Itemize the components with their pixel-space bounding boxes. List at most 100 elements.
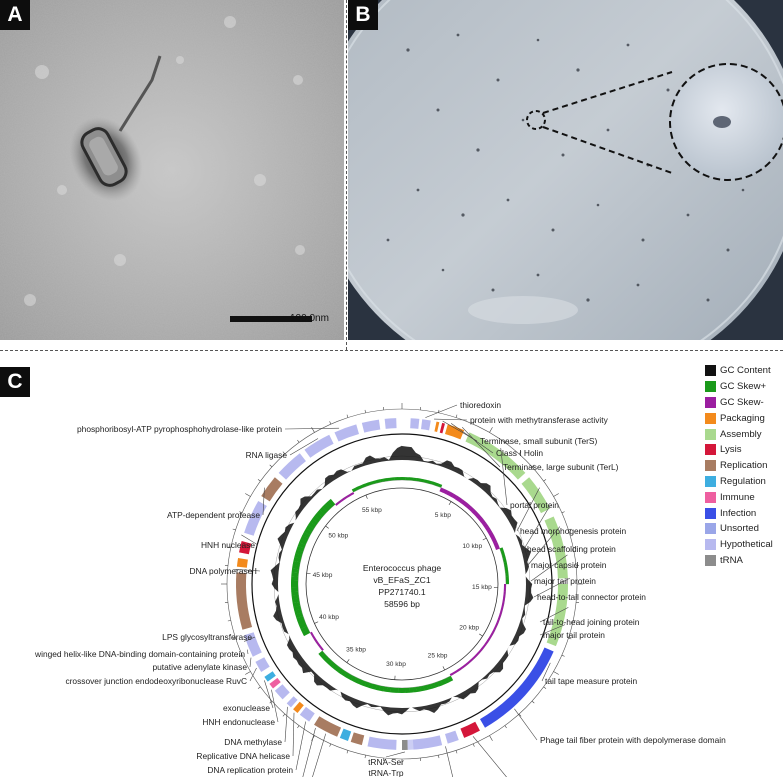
gene-label-leader bbox=[445, 746, 454, 777]
outer-tick bbox=[282, 713, 286, 717]
gene-label-leader bbox=[292, 712, 295, 757]
outer-tick bbox=[364, 755, 366, 759]
outer-tick bbox=[257, 686, 261, 689]
gene-label: tail tape measure protein bbox=[545, 676, 638, 686]
tem-image bbox=[0, 0, 344, 340]
gene-feature bbox=[236, 572, 253, 630]
gc-skew-segment bbox=[350, 675, 357, 682]
gene-feature bbox=[434, 421, 440, 432]
legend-item: Assembly bbox=[705, 426, 773, 442]
panel-divider-vertical bbox=[346, 0, 347, 350]
legend-swatch bbox=[705, 396, 716, 408]
outer-tick bbox=[553, 671, 559, 675]
gc-skew-segment bbox=[379, 685, 384, 692]
gc-skew-segment bbox=[437, 680, 443, 687]
gc-skew-segment bbox=[296, 545, 305, 552]
gene-label: thioredoxin bbox=[460, 400, 501, 410]
gc-skew-segment bbox=[493, 541, 499, 547]
gene-label: crossover junction endodeoxyribonuclease… bbox=[65, 676, 247, 686]
gene-label-leader bbox=[284, 427, 340, 430]
plaque-plate-panel bbox=[348, 0, 783, 340]
legend-item: tRNA bbox=[705, 553, 773, 569]
gene-label-leader bbox=[284, 706, 288, 743]
gc-skew-segment bbox=[504, 569, 509, 574]
kbp-tick bbox=[482, 537, 487, 541]
gene-label: Phage tail fiber protein with depolymera… bbox=[540, 735, 726, 745]
gene-feature bbox=[410, 418, 420, 429]
gc-skew-segment bbox=[461, 664, 467, 669]
gc-skew-segment bbox=[458, 666, 464, 671]
plaque bbox=[713, 116, 731, 128]
gc-skew-segment bbox=[299, 538, 308, 546]
gc-skew-segment bbox=[340, 497, 346, 502]
outer-tick bbox=[504, 725, 507, 729]
gene-feature bbox=[444, 730, 459, 744]
legend-item: GC Content bbox=[705, 363, 773, 379]
legend-label: Regulation bbox=[720, 475, 766, 487]
outer-tick bbox=[227, 546, 231, 548]
gc-skew-segment bbox=[423, 479, 429, 484]
gene-label-leader bbox=[271, 689, 279, 723]
kbp-label: 15 kbp bbox=[472, 584, 492, 591]
gc-skew-segment bbox=[299, 622, 307, 630]
outer-tick bbox=[531, 464, 535, 468]
legend-label: Replication bbox=[720, 460, 768, 472]
scale-bar bbox=[230, 316, 312, 322]
gene-label: head scaffolding protein bbox=[527, 544, 616, 554]
gc-skew-segment bbox=[291, 583, 299, 588]
gc-skew-segment bbox=[305, 525, 314, 532]
kbp-label: 10 kbp bbox=[462, 543, 482, 550]
gene-label: DNA methylase bbox=[224, 737, 282, 747]
kbp-tick bbox=[314, 621, 319, 624]
gene-label-leader bbox=[539, 607, 569, 623]
gc-skew-segment bbox=[430, 481, 436, 486]
genome-accession: PP271740.1 bbox=[378, 587, 426, 597]
gene-feature bbox=[421, 419, 431, 431]
outer-tick bbox=[518, 713, 522, 717]
gc-skew-segment bbox=[291, 568, 300, 574]
gc-skew-segment bbox=[423, 684, 429, 691]
gc-skew-segment bbox=[502, 558, 507, 563]
outer-tick bbox=[232, 528, 236, 531]
gc-skew-segment bbox=[405, 477, 410, 481]
kbp-tick bbox=[448, 501, 452, 506]
gene-label-leader bbox=[514, 708, 538, 741]
gc-skew-segment bbox=[291, 572, 299, 577]
gc-skew-segment bbox=[337, 499, 343, 504]
gene-feature bbox=[264, 671, 276, 682]
legend-swatch bbox=[705, 554, 716, 566]
gc-skew-segment bbox=[470, 657, 475, 662]
legend-label: tRNA bbox=[720, 554, 743, 566]
gene-label: Phage tail spike with depolymerase domai… bbox=[512, 775, 673, 777]
gc-skew-segment bbox=[300, 535, 309, 542]
kbp-label: 45 kbp bbox=[313, 572, 333, 579]
gene-label-leader bbox=[541, 662, 551, 682]
outer-tick bbox=[297, 439, 300, 443]
gene-label: RNA ligase bbox=[246, 450, 288, 460]
outer-tick bbox=[239, 511, 243, 514]
outer-tick bbox=[573, 620, 577, 622]
gene-label-leader bbox=[249, 657, 252, 668]
gene-label: major tail protein bbox=[543, 630, 605, 640]
gc-skew-segment bbox=[398, 687, 402, 693]
legend-item: Infection bbox=[705, 505, 773, 521]
gc-skew-segment bbox=[331, 663, 338, 670]
gc-skew-segment bbox=[322, 504, 330, 512]
outer-tick bbox=[472, 743, 475, 747]
gc-skew-segment bbox=[499, 608, 503, 613]
legend-swatch bbox=[705, 381, 716, 393]
gene-feature bbox=[299, 706, 315, 722]
gc-skew-segment bbox=[501, 601, 505, 606]
gc-skew-segment bbox=[323, 656, 330, 663]
gene-feature bbox=[261, 477, 283, 502]
gc-skew-segment bbox=[354, 677, 360, 684]
outer-tick bbox=[561, 654, 565, 657]
gc-skew-segment bbox=[504, 565, 508, 570]
gc-skew-segment bbox=[476, 514, 482, 520]
gc-skew-segment bbox=[386, 686, 392, 693]
outer-tick bbox=[282, 451, 286, 455]
tem-micrograph-panel: 100.0nm bbox=[0, 0, 344, 340]
gene-label: Terminase, small subunit (TerS) bbox=[480, 436, 597, 446]
gene-feature bbox=[314, 716, 342, 737]
